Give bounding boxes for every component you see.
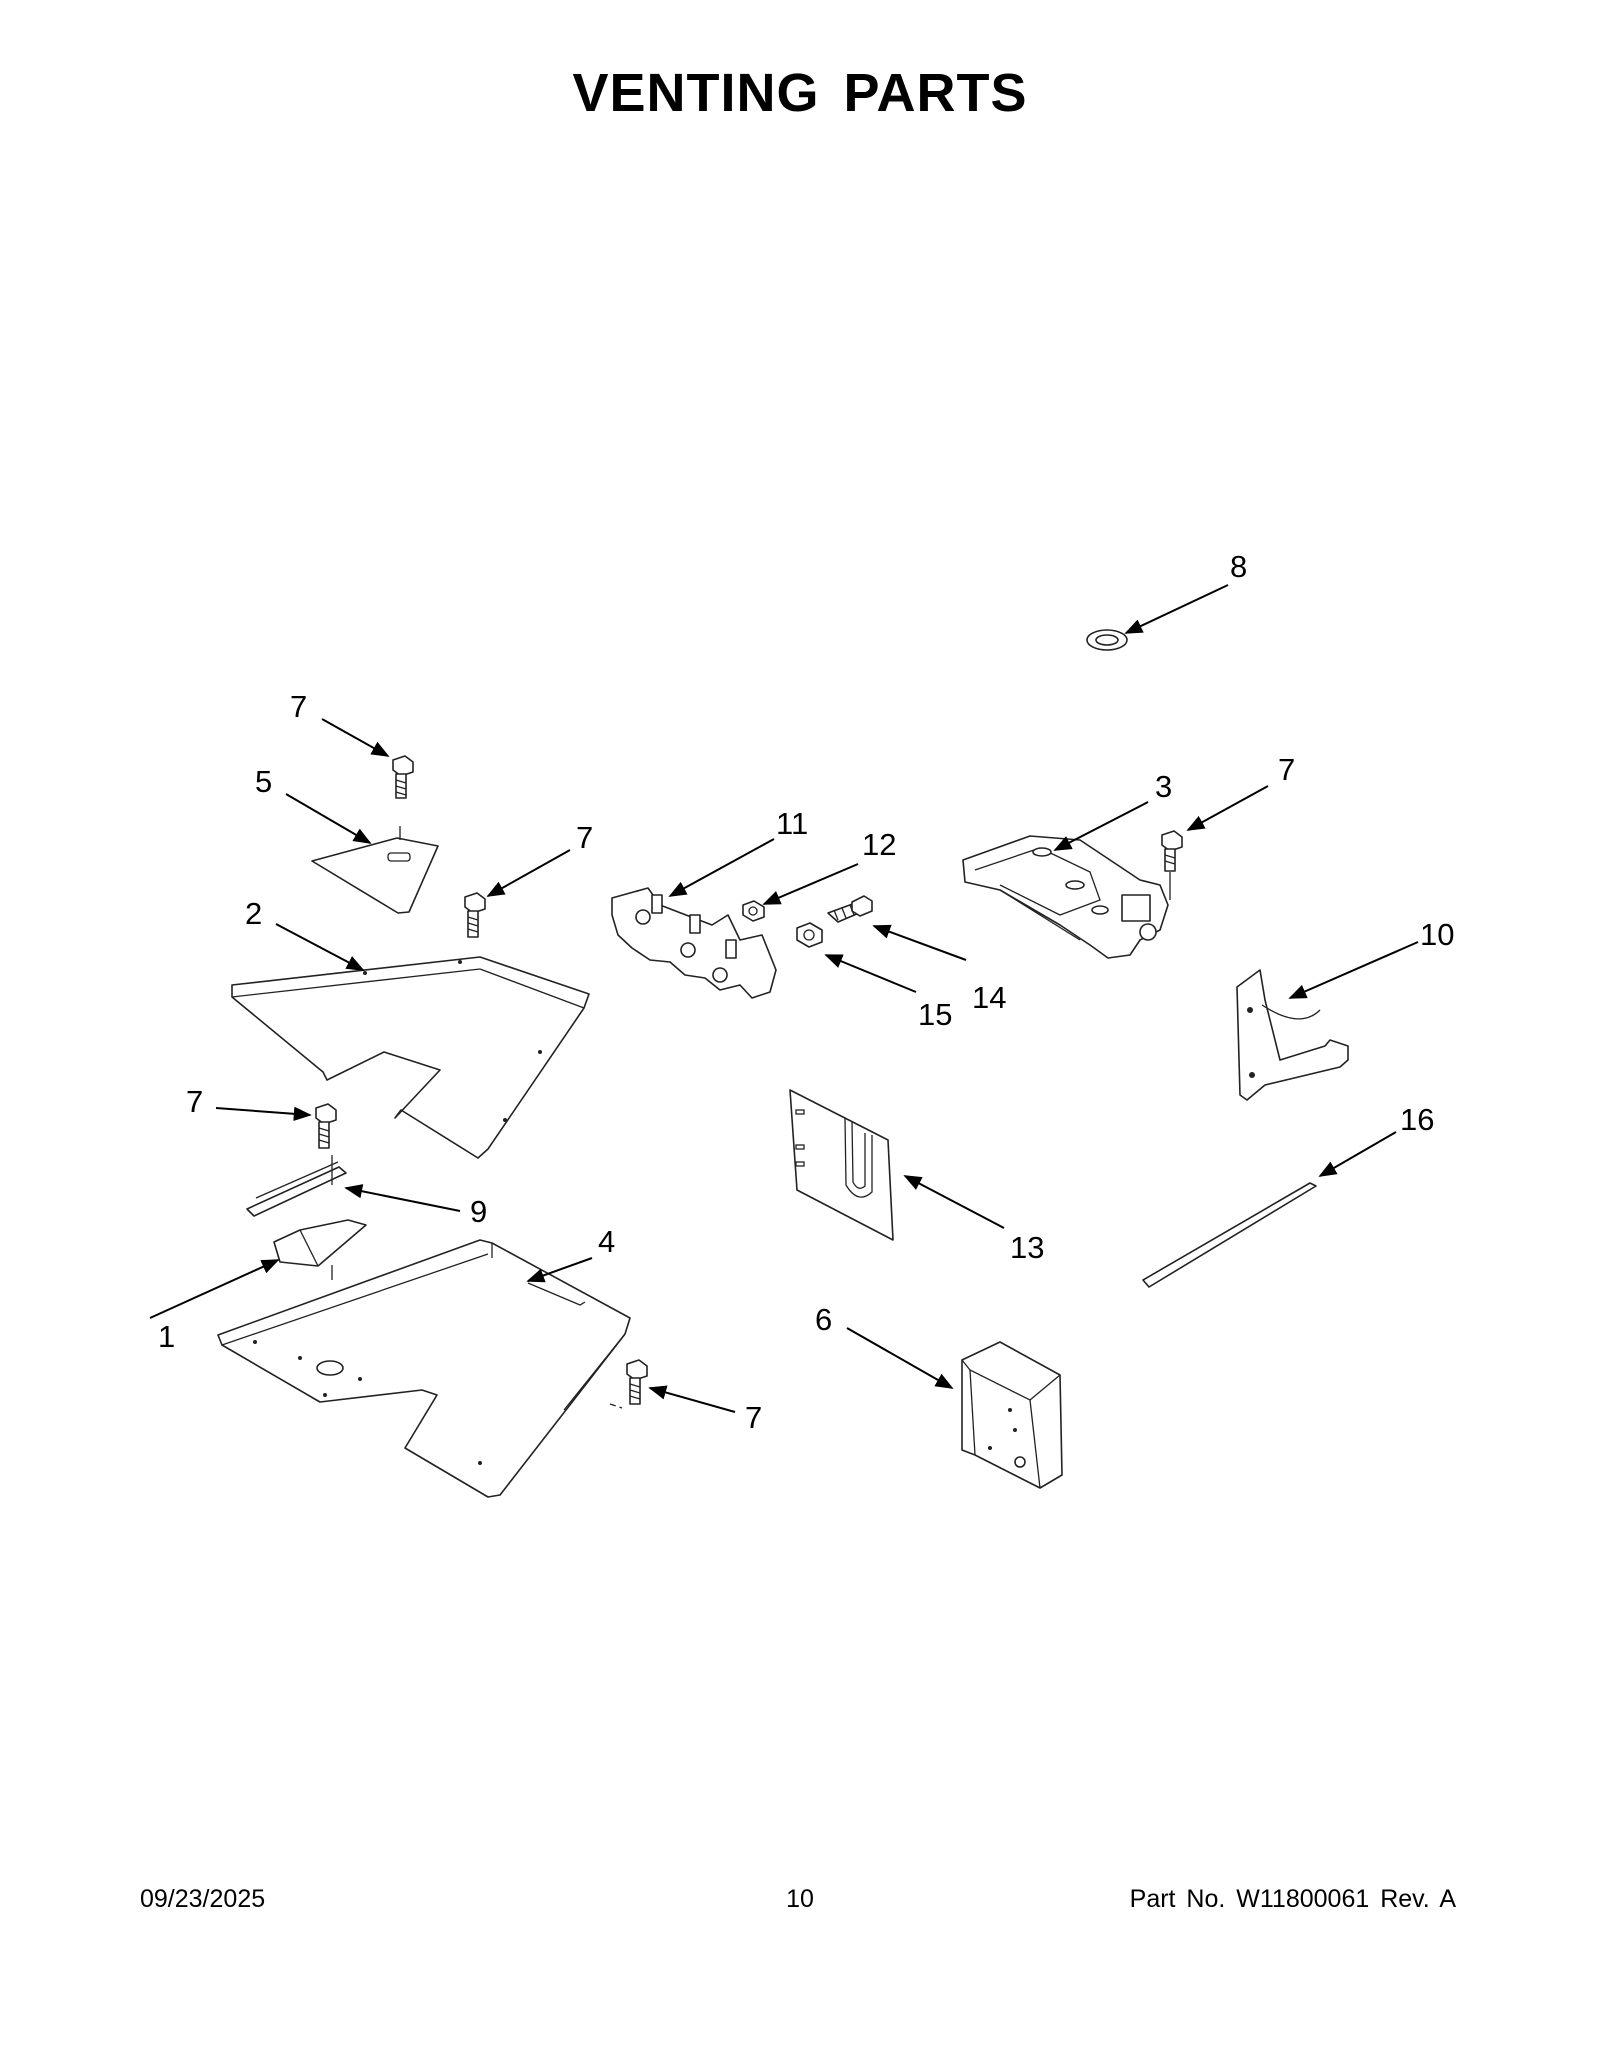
callout-10: 8 [1230, 549, 1247, 584]
callout-14: 14 [972, 980, 1006, 1015]
part-4-lower-panel [217, 1239, 631, 1498]
part-2-upper-panel [231, 956, 590, 1159]
part-14-bolt [827, 895, 873, 923]
part-16-rod [1142, 1182, 1317, 1288]
part-15-nut [796, 922, 823, 948]
callout-8: 10 [1420, 917, 1454, 952]
part-11-bracket [611, 887, 777, 999]
part-5-plate [311, 826, 439, 914]
part-9-gasket [246, 1155, 347, 1217]
callout-2: 2 [245, 896, 262, 931]
page-title: VENTING PARTS [572, 63, 1028, 123]
part-7-screw-b [464, 892, 486, 938]
callout-4: 4 [598, 1224, 615, 1259]
callout-15: 15 [918, 997, 952, 1032]
callout-13: 13 [1010, 1230, 1044, 1265]
part-7-screw-a [392, 755, 414, 799]
callout-12: 12 [862, 827, 896, 862]
callout-11: 11 [776, 806, 808, 841]
callout-3: 3 [1155, 769, 1172, 804]
callout-6: 6 [815, 1302, 832, 1337]
part-6-box-bracket [961, 1341, 1063, 1489]
part-3-igniter-assembly [962, 835, 1169, 959]
part-1-flue-outlet [273, 1219, 367, 1280]
callout-7b: 7 [576, 820, 593, 855]
part-12-nut [742, 900, 765, 922]
callout-5: 5 [255, 764, 272, 799]
part-7-screw-d [1161, 830, 1183, 900]
part-10-gasket [1086, 629, 1128, 651]
callout-7d: 7 [1278, 752, 1295, 787]
leader-lines [149, 584, 1419, 1413]
callout-16: 16 [1400, 1102, 1434, 1137]
part-7-screw-c [315, 1103, 337, 1149]
callout-9: 9 [470, 1194, 487, 1229]
footer-page-number: 10 [786, 1885, 814, 1913]
callout-7a: 7 [290, 689, 307, 724]
footer-part-number: Part No. W11800061 Rev. A [1129, 1885, 1456, 1913]
callout-7e: 7 [745, 1400, 762, 1435]
callout-labels: 8 7 5 7 2 7 9 1 4 7 11 12 14 15 3 7 10 1… [158, 549, 1454, 1435]
part-8-bracket [1236, 969, 1349, 1101]
callout-1: 1 [158, 1319, 175, 1354]
callout-7c: 7 [186, 1084, 203, 1119]
footer-date: 09/23/2025 [140, 1885, 266, 1913]
part-13-plate [789, 1089, 894, 1241]
part-7-screw-e [626, 1359, 648, 1405]
